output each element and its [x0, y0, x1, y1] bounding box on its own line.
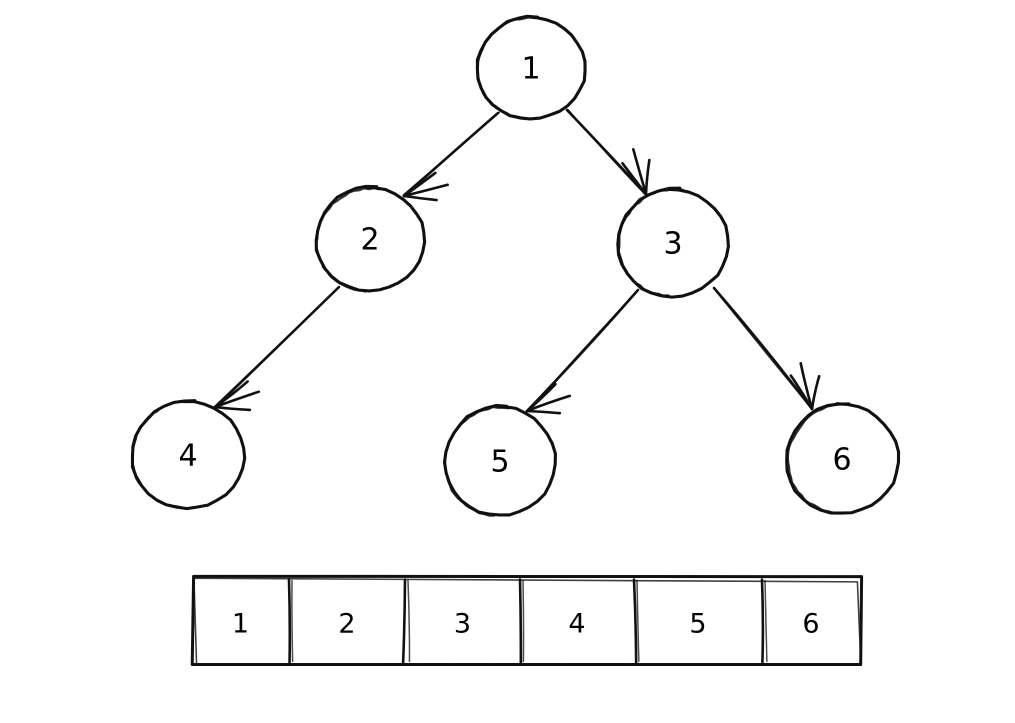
node-circle-retrace-6	[786, 403, 854, 515]
array-cell-value-5: 6	[802, 609, 819, 640]
tree-edge-n2-to-n4	[213, 285, 341, 412]
node-label-6: 6	[832, 443, 851, 478]
array-cell[interactable]: 3	[454, 609, 471, 640]
node-circle-6	[785, 402, 901, 515]
arrowhead-icon	[525, 382, 572, 415]
array-representation: 1 2 3 4 5 6	[190, 574, 864, 667]
arrowhead-icon	[621, 148, 651, 196]
tree-edge-n3-to-n5	[525, 288, 640, 415]
array-divider-retrace-1	[407, 579, 411, 663]
tree-node-1[interactable]: 1	[475, 14, 587, 121]
array-cell-value-4: 5	[689, 609, 706, 640]
node-circle-retrace-3	[617, 187, 684, 297]
arrowhead-icon	[213, 380, 261, 412]
nodes-layer: 1 2 3 4 5 6	[130, 14, 901, 517]
array-cell-value-1: 2	[338, 609, 355, 640]
node-circle-retrace-4	[130, 399, 198, 509]
node-circle-2	[314, 184, 427, 293]
tree-node-2[interactable]: 2	[314, 184, 427, 293]
node-label-4: 4	[178, 439, 197, 474]
node-circle-3	[616, 186, 730, 299]
array-cell[interactable]: 1	[232, 609, 249, 640]
array-cell[interactable]: 6	[802, 609, 819, 640]
tree-node-3[interactable]: 3	[616, 186, 730, 299]
array-divider-2	[518, 578, 523, 664]
arrowhead-icon	[402, 171, 449, 202]
array-divider-4	[760, 578, 765, 664]
node-label-1: 1	[521, 52, 540, 87]
node-label-5: 5	[490, 445, 509, 480]
array-divider-retrace-2	[522, 579, 525, 663]
array-divider-0	[287, 578, 292, 664]
array-layer: 1 2 3 4 5 6	[190, 574, 864, 667]
edges-layer	[213, 108, 821, 415]
tree-edge-n1-to-n3	[565, 108, 651, 196]
arrowhead-icon	[789, 362, 821, 411]
array-divider-retrace-4	[764, 579, 768, 663]
array-cell-value-2: 3	[454, 609, 471, 640]
array-outline-retrace	[193, 577, 862, 666]
array-cell[interactable]: 2	[338, 609, 355, 640]
array-cell[interactable]: 5	[689, 609, 706, 640]
array-divider-1	[401, 578, 407, 664]
array-cell-value-3: 4	[568, 609, 585, 640]
tree-edge-n1-to-n2	[402, 111, 500, 202]
array-cell[interactable]: 4	[568, 609, 585, 640]
array-divider-3	[632, 578, 638, 664]
node-label-2: 2	[360, 223, 379, 258]
array-divider-retrace-0	[291, 579, 294, 663]
array-cell-value-0: 1	[232, 609, 249, 640]
tree-node-5[interactable]: 5	[442, 403, 557, 517]
tree-node-6[interactable]: 6	[785, 402, 901, 515]
tree-edge-n3-to-n6	[712, 286, 821, 411]
node-label-3: 3	[663, 227, 682, 262]
node-circle-retrace-1	[476, 16, 541, 120]
tree-node-4[interactable]: 4	[130, 399, 247, 511]
node-circle-retrace-2	[315, 187, 381, 293]
node-circle-retrace-5	[444, 406, 510, 517]
array-divider-retrace-3	[636, 579, 640, 663]
